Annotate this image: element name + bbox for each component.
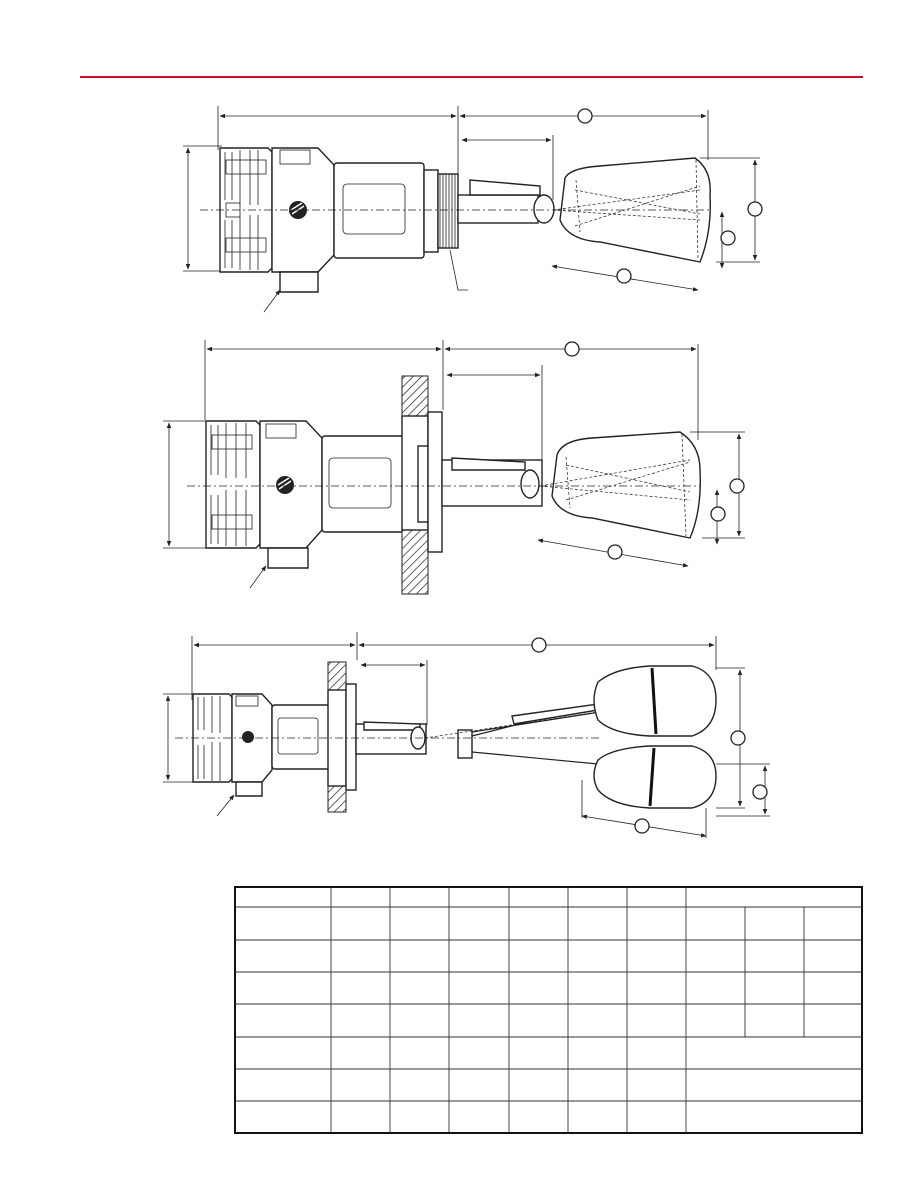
callout-bubble [730,730,746,746]
callout-bubble [531,637,547,653]
callout-bubble [720,230,736,246]
callout-bubble [616,268,632,284]
switch-body [271,704,337,770]
callout-bubble [752,784,768,800]
callout-bubble [710,506,726,522]
callout-bubble [564,341,580,357]
callout-bubble [747,201,763,217]
drawing-long-arm-mount [163,632,770,838]
flange-section [401,375,429,417]
callout-bubble [634,818,650,834]
float [551,431,701,539]
logo-icon [242,731,254,743]
callout-bubble [577,108,593,124]
callout-bubble [729,478,745,494]
dimension-table [234,886,863,1134]
drawing-flanged-mount [163,340,745,595]
callout-bubble [607,544,623,560]
drawing-threaded-mount [183,106,763,313]
switch-body [333,162,425,259]
flange-section [327,661,347,691]
header-rule [80,76,863,78]
float-lower [593,745,717,809]
